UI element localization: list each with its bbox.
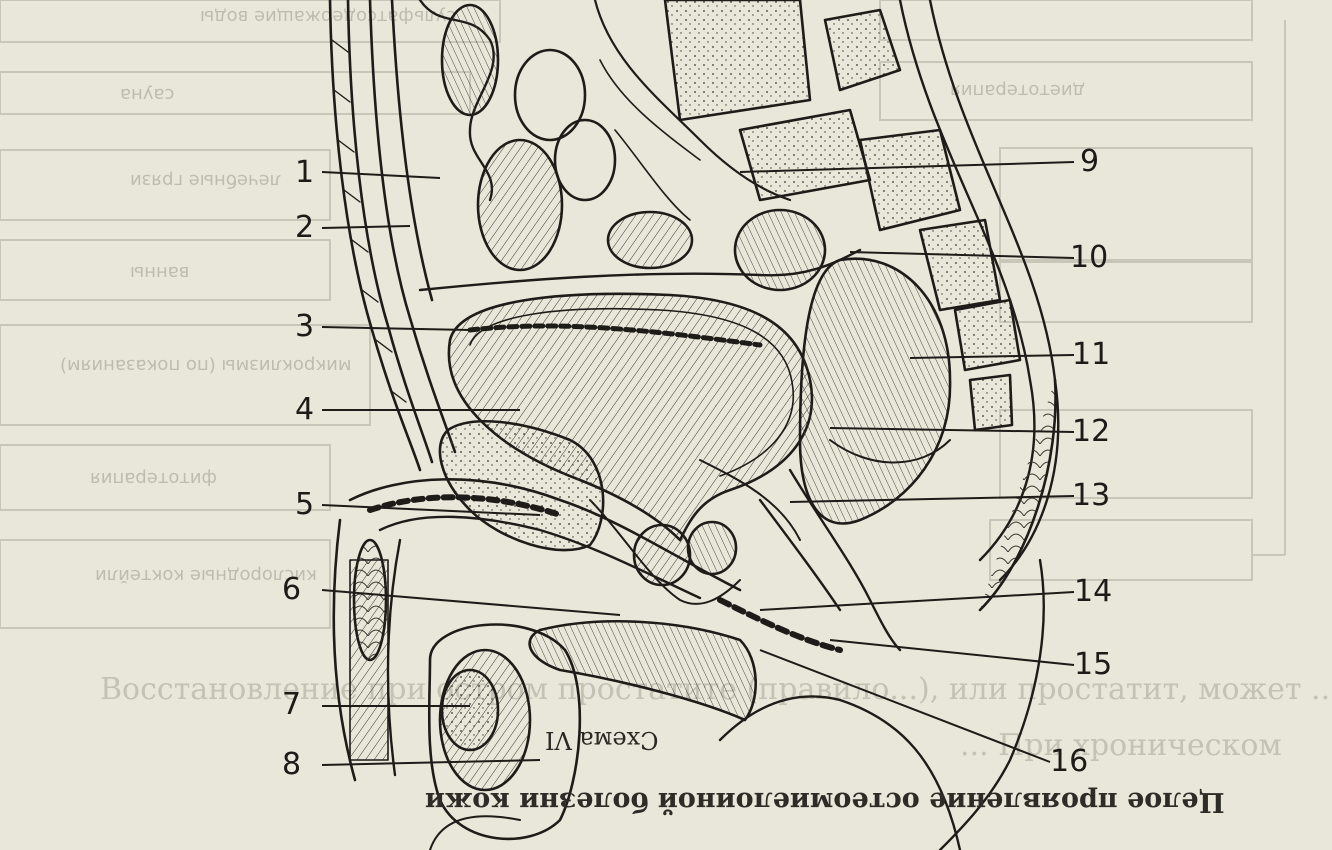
ghost-box-frame xyxy=(0,0,501,43)
penis xyxy=(332,478,742,782)
label-1: 1 xyxy=(295,155,315,190)
ghost-box-frame xyxy=(999,409,1253,499)
label-5: 5 xyxy=(295,487,315,522)
sacrum xyxy=(663,0,1060,612)
label-3: 3 xyxy=(295,309,315,344)
label-10: 10 xyxy=(1070,240,1109,275)
ghost-box-frame xyxy=(0,539,331,629)
label-13: 13 xyxy=(1072,478,1111,513)
ghost-box-frame xyxy=(0,239,331,301)
reverse-side-title: Целое проявление остеомиелоиной болезни … xyxy=(425,786,1225,817)
ghost-paragraph-2: ... При хроническом xyxy=(960,728,1282,763)
label-12: 12 xyxy=(1072,414,1111,449)
label-2: 2 xyxy=(295,210,315,245)
label-8: 8 xyxy=(282,747,302,782)
rectum xyxy=(758,257,952,652)
ghost-box-frame xyxy=(999,261,1253,323)
ghost-box-frame xyxy=(0,444,331,511)
ghost-box-frame xyxy=(879,61,1253,121)
bulb xyxy=(528,597,843,722)
label-16: 16 xyxy=(1050,744,1089,779)
testis xyxy=(427,623,582,850)
label-9: 9 xyxy=(1080,144,1100,179)
label-6: 6 xyxy=(282,572,302,607)
ghost-box-frame xyxy=(0,324,371,426)
peritoneum xyxy=(418,248,862,292)
label-14: 14 xyxy=(1074,574,1113,609)
label-11: 11 xyxy=(1072,337,1111,372)
label-15: 15 xyxy=(1074,647,1113,682)
label-4: 4 xyxy=(295,392,315,427)
label-7: 7 xyxy=(282,687,302,722)
figure-caption: Схема VI xyxy=(545,726,659,754)
perineum-skin xyxy=(718,695,962,850)
leader-lines xyxy=(321,161,1075,766)
ghost-box-frame xyxy=(0,149,331,221)
abdominal-wall xyxy=(328,0,457,472)
